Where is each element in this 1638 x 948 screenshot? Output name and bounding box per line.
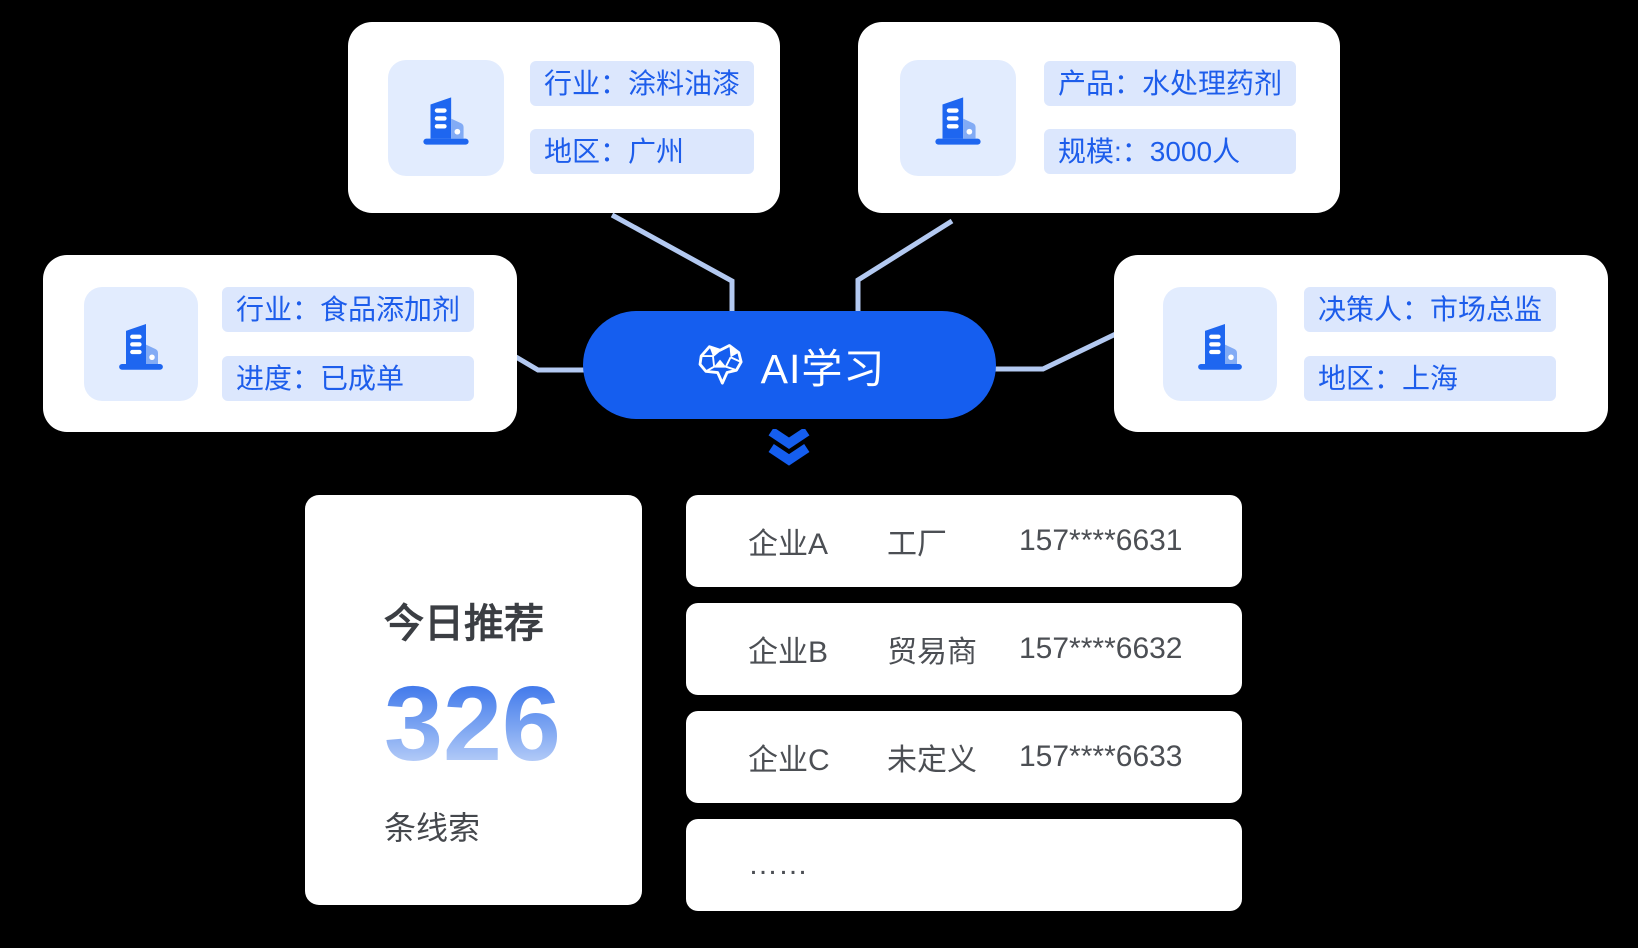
company-icon-tile	[388, 59, 504, 176]
summary-title: 今日推荐	[384, 602, 544, 646]
lead-type: 未定义	[887, 744, 977, 777]
attribute-chip-industry: 行业：食品添加剂	[222, 286, 475, 332]
summary-count: 326	[384, 671, 642, 777]
ai-learning-node: AI学习	[583, 311, 996, 419]
lead-company: 企业C	[748, 744, 830, 777]
double-chevron-down-icon	[767, 427, 811, 467]
lead-company: 企业B	[748, 636, 829, 669]
attribute-chip-industry: 行业：涂料油漆	[530, 61, 755, 106]
ai-node-label: AI学习	[760, 346, 886, 392]
summary-unit: 条线索	[384, 810, 481, 846]
company-card-top-left: 行业：涂料油漆 地区：广州	[348, 22, 780, 213]
attribute-chip-region: 地区：上海	[1304, 355, 1557, 401]
lead-row: 企业C 未定义 157****6633	[686, 711, 1242, 803]
lead-type: 工厂	[887, 528, 947, 561]
attribute-chip-scale: 规模:：3000人	[1044, 129, 1297, 174]
summary-card: 今日推荐 326 条线索	[305, 495, 642, 905]
lead-row: 企业B 贸易商 157****6632	[686, 603, 1242, 695]
connector-line-top-right	[855, 218, 954, 316]
building-icon	[423, 96, 469, 145]
company-card-right: 决策人：市场总监 地区：上海	[1114, 255, 1608, 432]
building-icon	[1198, 323, 1242, 370]
attribute-chip-progress: 进度：已成单	[222, 355, 475, 401]
building-icon	[119, 323, 163, 370]
company-icon-tile	[900, 59, 1016, 176]
building-icon	[935, 96, 981, 145]
attribute-chip-product: 产品：水处理药剂	[1044, 61, 1297, 106]
lead-more-ellipsis: ……	[748, 848, 808, 881]
company-icon-tile	[1163, 286, 1277, 401]
company-icon-tile	[84, 286, 198, 401]
company-card-left: 行业：食品添加剂 进度：已成单	[43, 255, 517, 432]
lead-row: 企业A 工厂 157****6631	[686, 495, 1242, 587]
attribute-chip-decision-maker: 决策人：市场总监	[1304, 286, 1557, 332]
company-card-top-right: 产品：水处理药剂 规模:：3000人	[858, 22, 1340, 213]
attribute-chip-region: 地区：广州	[530, 129, 755, 174]
connector-line-right	[992, 327, 1126, 372]
lead-phone: 157****6631	[1019, 524, 1183, 557]
lead-row-more: ……	[686, 819, 1242, 911]
connector-line-left	[514, 354, 588, 373]
lead-phone: 157****6633	[1019, 740, 1183, 773]
lead-company: 企业A	[748, 528, 829, 561]
connector-line-top-left	[610, 212, 735, 316]
lead-phone: 157****6632	[1019, 632, 1183, 665]
lead-type: 贸易商	[887, 636, 977, 669]
brain-icon	[698, 343, 743, 385]
